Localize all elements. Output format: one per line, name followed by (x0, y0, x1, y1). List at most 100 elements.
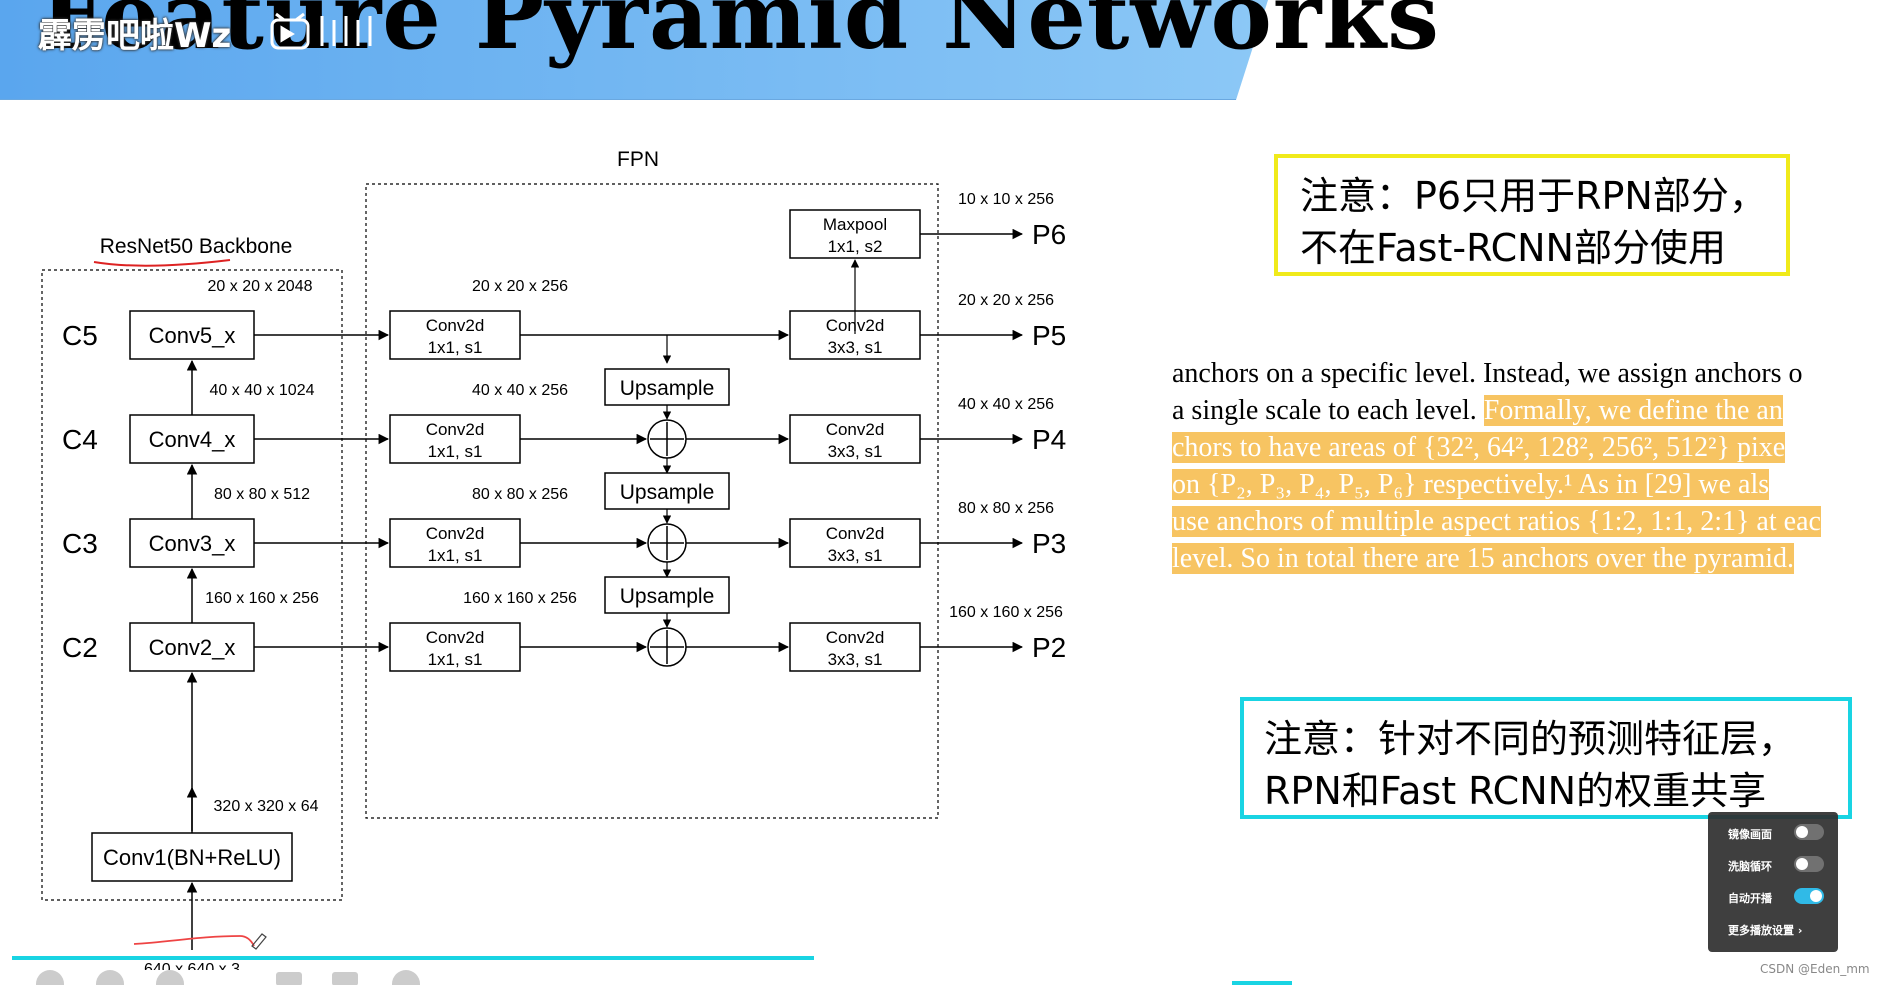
upsample-block (604, 472, 730, 510)
excerpt-highlight: level. So in total there are 15 anchors … (1172, 543, 1795, 574)
lateral-conv-label: Conv2d (426, 628, 485, 647)
backbone-dims: 80 x 80 x 512 (214, 486, 310, 503)
lateral-conv-label: Conv2d (426, 524, 485, 543)
note2-line2: RPN和Fast RCNN的权重共享 (1264, 769, 1767, 813)
note1-line1: 注意：P6只用于RPN部分， (1300, 174, 1767, 218)
lateral-conv-label: Conv2d (426, 420, 485, 439)
upsample-label: Upsample (620, 585, 715, 608)
output-dims: 20 x 20 x 256 (958, 292, 1054, 309)
output-p3: P3 (1032, 528, 1066, 559)
red-scribble-annotation (133, 935, 255, 947)
more-settings-link[interactable]: 更多播放设置 › (1728, 924, 1803, 937)
title-banner: Feature Pyramid Networks 霹雳吧啦Wz (0, 0, 1878, 100)
lateral-conv-block (389, 414, 521, 464)
csdn-watermark: CSDN @Eden_mm (1760, 962, 1870, 976)
mirror-toggle[interactable] (1794, 824, 1824, 840)
lateral-dims: 40 x 40 x 256 (472, 382, 568, 399)
conv1-dims: 320 x 320 x 64 (214, 798, 319, 815)
input-dims: 640 x 640 x 3 (144, 961, 240, 970)
document-icon[interactable] (332, 972, 358, 985)
popup-item-label: 自动开播 (1728, 892, 1772, 905)
lateral-conv-block (389, 310, 521, 360)
note-p6-rpn-only: 注意：P6只用于RPN部分， 不在Fast-RCNN部分使用 (1274, 154, 1790, 276)
backbone-block (129, 310, 255, 360)
red-underline-annotation (93, 259, 231, 267)
loop-toggle[interactable] (1794, 856, 1824, 872)
note2-line1: 注意：针对不同的预测特征层， (1264, 717, 1797, 761)
next-icon[interactable] (156, 970, 184, 985)
bilibili-logo-icon (270, 12, 372, 50)
stage-name-c3: C3 (62, 528, 98, 559)
maxpool-block (789, 209, 921, 259)
lateral-conv-params: 1x1, s1 (428, 442, 483, 461)
excerpt-line: anchors on a specific level. Instead, we… (1172, 358, 1803, 389)
backbone-block-label: Conv3_x (149, 531, 236, 556)
lateral-conv-block (389, 622, 521, 672)
banner-background (0, 0, 1268, 100)
backbone-block-label: Conv2_x (149, 635, 236, 660)
popup-item-label: 镜像画面 (1728, 828, 1772, 841)
lateral-conv-params: 1x1, s1 (428, 338, 483, 357)
prev-icon[interactable] (36, 970, 64, 985)
backbone-dims: 20 x 20 x 2048 (208, 278, 313, 295)
output-conv-params: 3x3, s1 (828, 650, 883, 669)
output-conv-block (789, 622, 921, 672)
output-conv-params: 3x3, s1 (828, 546, 883, 565)
output-p2: P2 (1032, 632, 1066, 663)
lateral-conv-params: 1x1, s1 (428, 650, 483, 669)
upsample-label: Upsample (620, 377, 715, 400)
lateral-conv-block (389, 518, 521, 568)
p6-output: P6 (1032, 219, 1066, 250)
output-conv-label: Conv2d (826, 628, 885, 647)
note1-line2: 不在Fast-RCNN部分使用 (1300, 226, 1726, 270)
slide-title: Feature Pyramid Networks (40, 0, 1440, 70)
maxpool-params: 1x1, s2 (828, 237, 883, 256)
output-conv-label: Conv2d (826, 420, 885, 439)
output-p5: P5 (1032, 320, 1066, 351)
popup-item-loop[interactable]: 洗脑循环 (1728, 858, 1772, 874)
player-controls[interactable] (30, 968, 430, 985)
popup-item-mirror[interactable]: 镜像画面 (1728, 826, 1772, 842)
upsample-block (604, 576, 730, 614)
output-conv-block (789, 518, 921, 568)
backbone-block-label: Conv5_x (149, 323, 236, 348)
upsample-label: Upsample (620, 481, 715, 504)
channel-watermark: 霹雳吧啦Wz (38, 16, 232, 56)
stage-name-c5: C5 (62, 320, 98, 351)
excerpt-line: a single scale to each level. Formally, … (1172, 392, 1878, 429)
excerpt-highlight: Formally, we define the an (1483, 395, 1783, 426)
output-conv-label: Conv2d (826, 524, 885, 543)
backbone-block-label: Conv4_x (149, 427, 236, 452)
lateral-conv-label: Conv2d (426, 316, 485, 335)
backbone-block (129, 414, 255, 464)
progress-line-segment (1232, 981, 1292, 985)
excerpt-highlight: on {P₂, P₃, P₄, P₅, P₆} respectively.¹ A… (1172, 469, 1770, 500)
lateral-dims: 80 x 80 x 256 (472, 486, 568, 503)
output-dims: 160 x 160 x 256 (949, 604, 1063, 621)
output-conv-params: 3x3, s1 (828, 442, 883, 461)
excerpt-highlight: use anchors of multiple aspect ratios {1… (1172, 506, 1821, 537)
output-dims: 40 x 40 x 256 (958, 396, 1054, 413)
fpn-diagram: FPN ResNet50 Backbone C5 Conv5_x 20 x 20 x… (41, 148, 1066, 970)
output-p4: P4 (1032, 424, 1066, 455)
backbone-label: ResNet50 Backbone (100, 235, 293, 258)
paper-excerpt: anchors on a specific level. Instead, we… (1172, 355, 1878, 577)
pen-cursor-icon (251, 933, 267, 950)
conv1-block (91, 832, 293, 882)
settings-icon[interactable] (392, 970, 420, 985)
backbone-block (129, 622, 255, 672)
autoplay-toggle[interactable] (1794, 888, 1824, 904)
bilibili-logo (262, 6, 412, 65)
play-icon[interactable] (96, 970, 124, 985)
output-dims: 80 x 80 x 256 (958, 500, 1054, 517)
maxpool-label: Maxpool (823, 215, 887, 234)
lateral-dims: 20 x 20 x 256 (472, 278, 568, 295)
fpn-label: FPN (617, 148, 659, 171)
stage-name-c2: C2 (62, 632, 98, 663)
screen-icon[interactable] (276, 972, 302, 985)
popup-item-autoplay[interactable]: 自动开播 (1728, 890, 1772, 906)
progress-line (12, 956, 814, 960)
conv1-label: Conv1(BN+ReLU) (103, 845, 281, 870)
lateral-dims: 160 x 160 x 256 (463, 590, 577, 607)
excerpt-highlight: chors to have areas of {32², 64², 128², … (1172, 432, 1786, 463)
